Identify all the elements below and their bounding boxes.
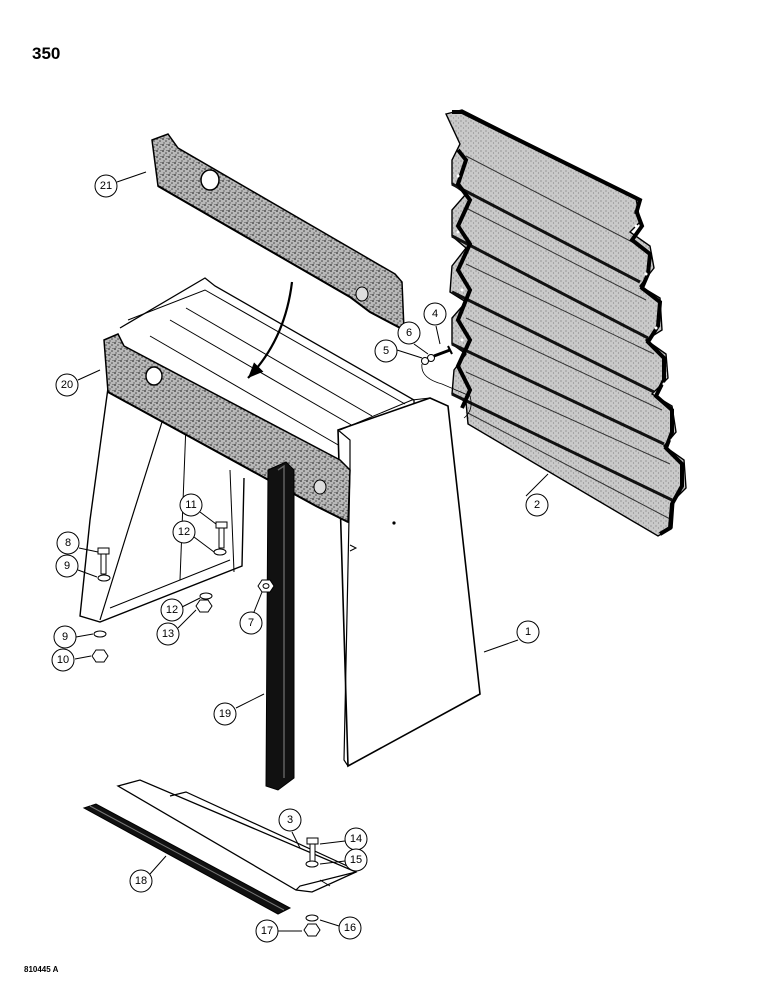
callout-1-label: 1	[525, 626, 531, 638]
plate-hardware	[303, 837, 321, 937]
insulation-pad-lower	[103, 333, 351, 524]
callout-19-label: 19	[219, 708, 231, 720]
callout-9-upper-label: 9	[64, 560, 70, 572]
insulation-pad-upper	[151, 133, 405, 332]
callout-2: 2	[525, 473, 549, 517]
callout-16-label: 16	[344, 922, 356, 934]
callout-21: 21	[94, 171, 147, 198]
callout-15: 15	[319, 848, 368, 872]
callout-11-label: 11	[185, 499, 196, 511]
callout-19: 19	[213, 693, 265, 726]
callout-9-upper: 9	[55, 554, 98, 578]
callout-8: 8	[56, 531, 99, 555]
callout-20-label: 20	[61, 379, 73, 391]
bottom-seal-strip	[82, 803, 292, 915]
callout-18-label: 18	[135, 875, 147, 887]
callout-5: 5	[374, 339, 423, 363]
bracket-hardware	[91, 521, 275, 663]
callout-7-label: 7	[248, 617, 254, 629]
callout-5-label: 5	[383, 345, 389, 357]
callout-12-upper-label: 12	[178, 526, 190, 538]
callout-17-label: 17	[261, 925, 273, 937]
figure-code: 810445 A	[24, 965, 59, 974]
callout-2-label: 2	[534, 499, 540, 511]
louvered-grille	[445, 109, 687, 537]
callout-1: 1	[483, 620, 540, 653]
callout-13-label: 13	[162, 628, 174, 640]
callout-9-lower: 9	[53, 625, 94, 649]
shroud-frame	[79, 277, 481, 768]
callout-10-label: 10	[57, 654, 69, 666]
callout-12-upper: 12	[172, 520, 215, 553]
callout-7: 7	[239, 591, 263, 635]
bottom-plate	[116, 779, 358, 893]
page-number: 350	[32, 44, 61, 63]
assembly-arrow	[247, 281, 294, 379]
callout-9-lower-label: 9	[62, 631, 68, 643]
callout-14: 14	[319, 827, 368, 851]
callout-18: 18	[129, 855, 167, 893]
callout-4: 4	[423, 302, 447, 345]
callout-8-label: 8	[65, 537, 71, 549]
callout-13: 13	[156, 609, 197, 646]
callout-14-label: 14	[350, 833, 362, 845]
vertical-seal	[265, 461, 295, 791]
callout-16: 16	[319, 916, 362, 940]
callout-20: 20	[55, 369, 101, 397]
callout-3-label: 3	[287, 814, 293, 826]
grille-bolt	[421, 345, 472, 419]
callout-6: 6	[397, 321, 429, 355]
callout-15-label: 15	[350, 854, 362, 866]
callout-11: 11	[179, 493, 217, 525]
callout-10: 10	[51, 648, 92, 672]
callout-17: 17	[255, 919, 302, 943]
callout-12-lower-label: 12	[166, 604, 178, 616]
callout-12-lower: 12	[160, 597, 201, 622]
callout-6-label: 6	[406, 327, 412, 339]
callout-3: 3	[278, 808, 302, 849]
callout-21-label: 21	[100, 180, 112, 192]
callout-4-label: 4	[432, 308, 438, 320]
